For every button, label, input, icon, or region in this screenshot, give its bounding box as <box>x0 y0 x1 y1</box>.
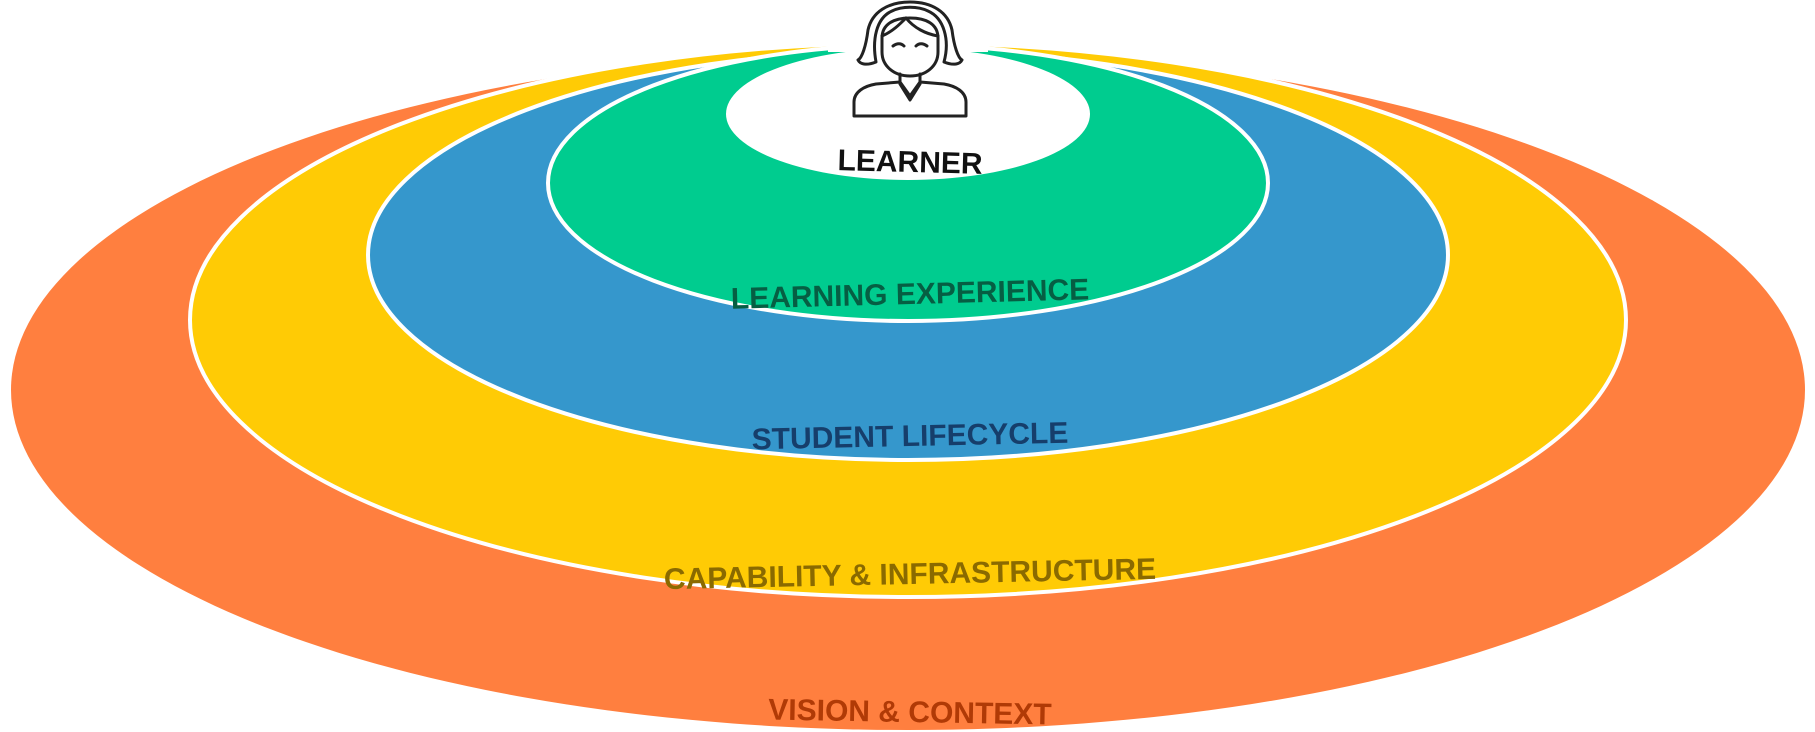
woman-avatar-icon <box>852 0 968 118</box>
learner-label: LEARNER <box>837 144 983 181</box>
vision-context-label: VISION & CONTEXT <box>768 694 1052 732</box>
student-lifecycle-label: STUDENT LIFECYCLE <box>751 417 1068 457</box>
